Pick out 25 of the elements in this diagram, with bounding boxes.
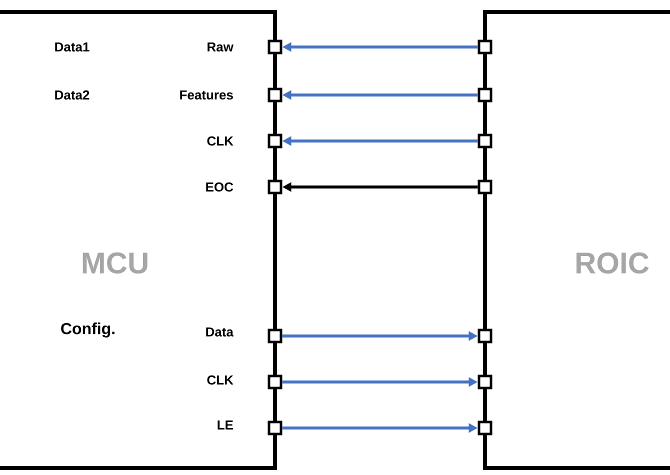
port-square (268, 88, 282, 102)
port-square (268, 374, 282, 390)
port-square (268, 134, 282, 148)
signal-label: CLK (207, 136, 234, 146)
port-square (478, 180, 492, 194)
signal-label: Config. (61, 322, 114, 338)
port-square (478, 88, 492, 102)
port-square (478, 40, 492, 54)
port-square (268, 40, 282, 54)
signal-label: LE (218, 420, 233, 430)
signal-label: Features (180, 90, 233, 100)
port-square (268, 328, 282, 344)
port-square (268, 180, 282, 194)
port-square (478, 134, 492, 148)
signal-label: Data1 (55, 42, 90, 52)
port-square (478, 420, 492, 436)
port-square (268, 420, 282, 436)
signal-label: Raw (208, 42, 234, 52)
roic-block: ROIC (483, 10, 670, 470)
port-square (478, 374, 492, 390)
signal-label: CLK (207, 375, 234, 385)
signal-label: Data (206, 327, 234, 337)
signal-label: Data2 (55, 90, 90, 100)
signal-label: EOC (206, 182, 234, 192)
port-square (478, 328, 492, 344)
